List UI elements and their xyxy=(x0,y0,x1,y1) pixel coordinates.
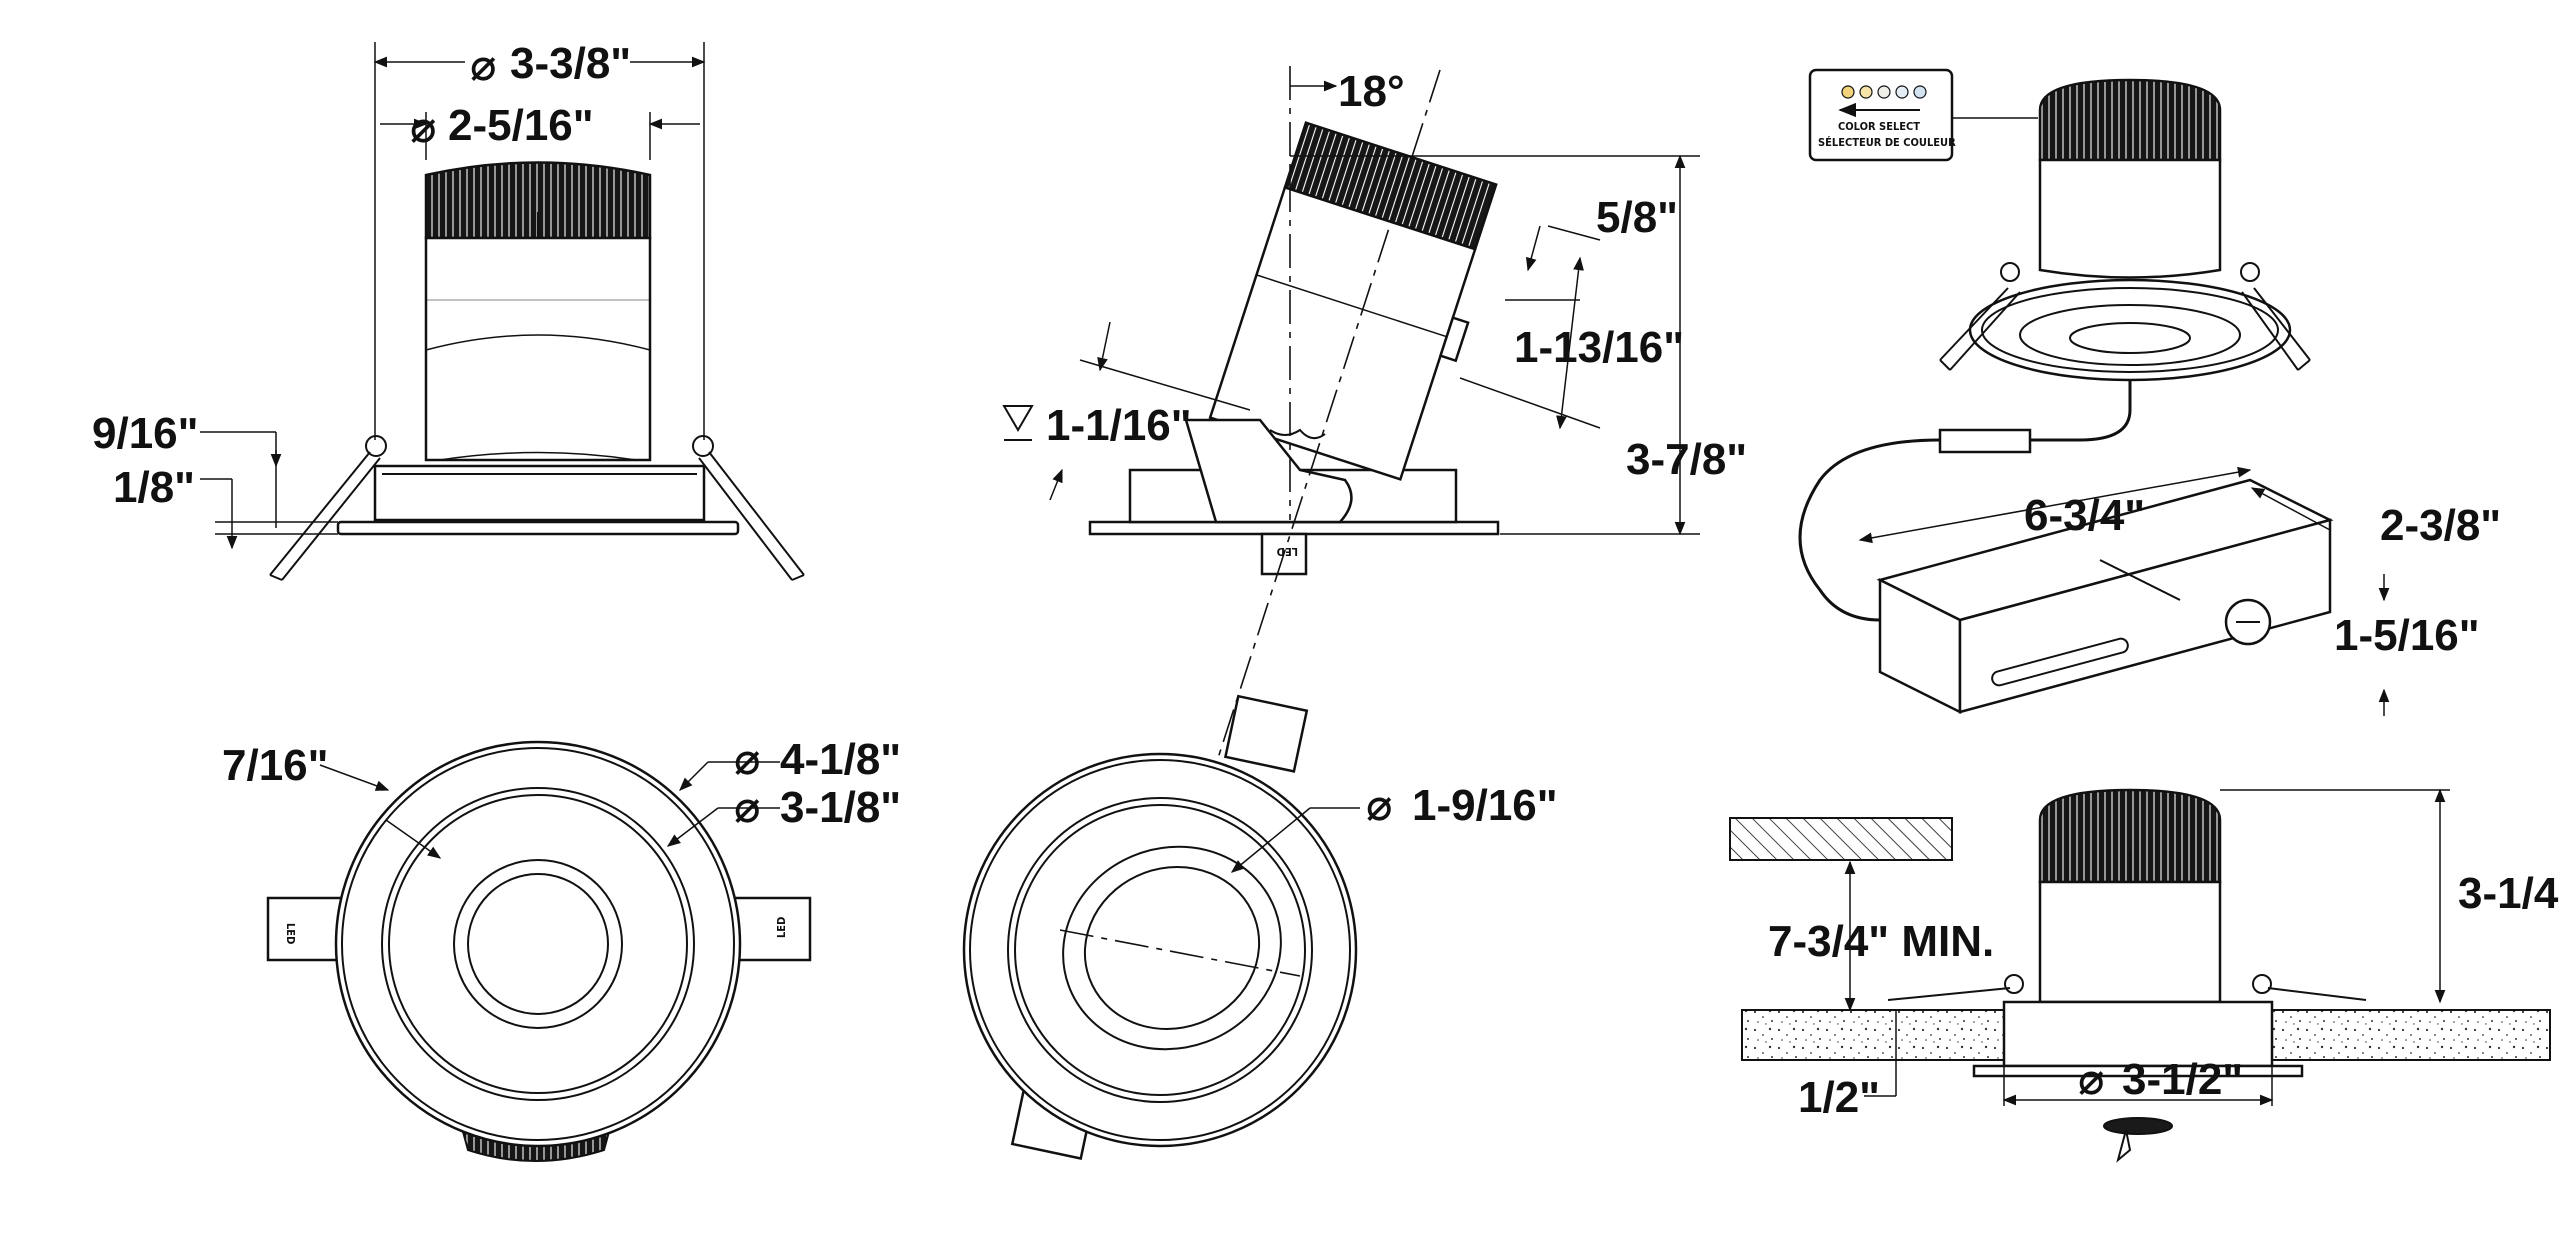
ceiling-thickness-1-2: 1/2" xyxy=(1798,1073,1880,1122)
color-select-label-fr: SÉLECTEUR DE COULEUR xyxy=(1818,136,1956,149)
tilted-bottom-view xyxy=(962,694,1360,1161)
tilt-side-view: LED xyxy=(1002,66,1700,1001)
installed-height-3-1-4: 3-1/4" xyxy=(2458,869,2560,918)
dim-1-1-16: 1-1/16" xyxy=(1046,401,1192,450)
led-mark: LED xyxy=(284,923,297,944)
driver-length-6-3-4: 6-3/4" xyxy=(2024,491,2145,540)
led-mark: LED xyxy=(775,917,788,938)
diameter-symbol-icon: ⌀ xyxy=(2078,1055,2105,1104)
diameter-symbol-icon: ⌀ xyxy=(470,41,497,90)
front-elevation-view xyxy=(200,42,805,581)
diameter-symbol-icon: ⌀ xyxy=(410,103,437,152)
dim-1-8: 1/8" xyxy=(113,463,195,512)
diameter-3-3-8: 3-3/8" xyxy=(510,39,631,88)
cutout-3-1-2: 3-1/2" xyxy=(2122,1055,2243,1104)
installation-view xyxy=(1729,788,2551,1163)
diameter-3-1-8: 3-1/8" xyxy=(780,783,901,832)
bottom-view: LED LED xyxy=(266,740,812,1162)
driver-height-1-5-16: 1-5/16" xyxy=(2334,611,2480,660)
diameter-1-9-16: 1-9/16" xyxy=(1412,781,1558,830)
driver-width-2-3-8: 2-3/8" xyxy=(2380,501,2501,550)
diameter-4-1-8: 4-1/8" xyxy=(780,735,901,784)
diameter-2-5-16: 2-5/16" xyxy=(448,101,594,150)
diameter-symbol-icon: ⌀ xyxy=(734,783,761,832)
dim-7-16: 7/16" xyxy=(222,741,329,790)
clearance-7-3-4-min: 7-3/4" MIN. xyxy=(1768,917,1994,966)
overall-height-3-7-8: 3-7/8" xyxy=(1626,435,1747,484)
dim-1-13-16: 1-13/16" xyxy=(1514,323,1684,372)
dim-9-16: 9/16" xyxy=(92,409,199,458)
led-mark: LED xyxy=(1277,545,1298,558)
diameter-symbol-icon: ⌀ xyxy=(1366,781,1393,830)
tilt-angle: 18° xyxy=(1338,67,1405,116)
color-select-label: COLOR SELECT xyxy=(1838,120,1920,133)
diameter-symbol-icon: ⌀ xyxy=(734,735,761,784)
isometric-view xyxy=(1798,68,2390,716)
dim-5-8: 5/8" xyxy=(1596,193,1678,242)
